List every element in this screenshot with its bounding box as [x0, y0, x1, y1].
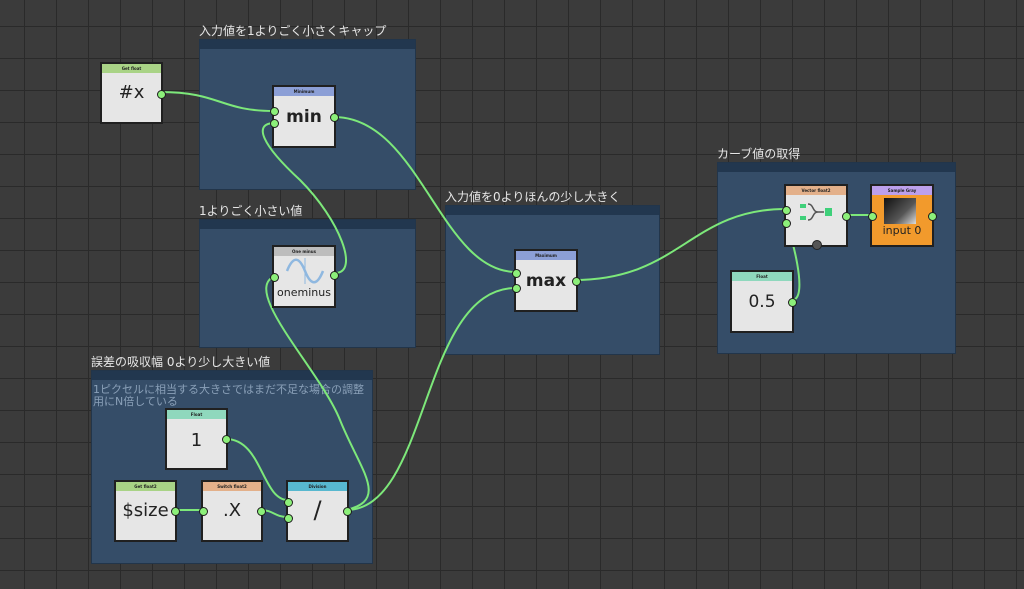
port-vector-out[interactable]	[842, 212, 851, 221]
node-minimum[interactable]: Minimum min	[270, 85, 339, 148]
node-one-minus-label: oneminus	[277, 286, 331, 299]
node-float-1-header: Float	[167, 410, 226, 419]
node-get-size-header: Get float2	[116, 482, 175, 491]
node-get-x-header: Get float	[102, 64, 161, 73]
port-switch-out[interactable]	[257, 507, 266, 516]
port-one-minus-out[interactable]	[330, 271, 339, 280]
port-vector-bottom[interactable]	[812, 240, 822, 250]
wire-min-max	[333, 116, 517, 273]
frame-small-title: 1よりごく小さい値	[199, 204, 303, 218]
node-sample-gray-header: Sample Gray	[872, 186, 932, 195]
node-float-05-header: Float	[732, 272, 792, 281]
node-minimum-header: Minimum	[274, 87, 334, 96]
wire-divide-oneminus	[265, 275, 370, 511]
port-minimum-in-2[interactable]	[270, 119, 279, 128]
port-minimum-out[interactable]	[330, 113, 339, 122]
node-float-05[interactable]: Float 0.5	[730, 270, 797, 333]
node-sample-gray[interactable]: Sample Gray input 0	[868, 184, 937, 247]
node-float-1-label: 1	[190, 430, 203, 451]
frame-cap-title: 入力値を1よりごく小さくキャップ	[199, 24, 387, 38]
node-get-size[interactable]: Get float2 $size	[114, 480, 180, 542]
wire-max-vector	[573, 208, 787, 281]
port-division-in-2[interactable]	[284, 514, 293, 523]
texture-preview	[884, 198, 916, 224]
node-one-minus[interactable]: One minus oneminus	[270, 245, 339, 308]
node-get-x-label: #x	[118, 82, 145, 103]
port-switch-in[interactable]	[199, 507, 208, 516]
node-minimum-label: min	[286, 107, 322, 127]
frame-cap[interactable]: 入力値を1よりごく小さくキャップ	[199, 24, 416, 190]
frame-eps-note: 1ピクセルに相当する大きさではまだ不足な場合の調整用にN倍している	[93, 383, 364, 408]
frame-max-title: 入力値を0よりほんの少し大きく	[445, 190, 621, 204]
node-sample-gray-label: input 0	[882, 224, 922, 237]
wire-float1-divide	[225, 438, 289, 501]
port-vector-in-1[interactable]	[782, 206, 791, 215]
node-division-header: Division	[288, 482, 347, 491]
port-division-out[interactable]	[343, 507, 352, 516]
node-maximum[interactable]: Maximum max	[512, 249, 581, 312]
node-maximum-label: max	[525, 271, 567, 291]
node-division[interactable]: Division /	[284, 480, 352, 542]
port-sample-out[interactable]	[928, 212, 937, 221]
node-get-x[interactable]: Get float #x	[100, 62, 166, 124]
port-float-05-out[interactable]	[788, 298, 797, 307]
port-division-in-1[interactable]	[284, 498, 293, 507]
port-sample-in[interactable]	[868, 212, 877, 221]
port-maximum-in-2[interactable]	[512, 284, 521, 293]
node-maximum-header: Maximum	[516, 251, 576, 260]
node-one-minus-header: One minus	[274, 247, 334, 256]
sine-wave-icon	[285, 258, 325, 284]
node-vector-float2-header: Vector float2	[786, 186, 846, 195]
node-float-1[interactable]: Float 1	[165, 408, 231, 470]
port-get-x-out[interactable]	[157, 90, 166, 99]
wire-oneminus-min	[261, 122, 347, 274]
frame-curve-title: カーブ値の取得	[717, 147, 801, 161]
port-maximum-out[interactable]	[572, 277, 581, 286]
port-minimum-in-1[interactable]	[270, 107, 279, 116]
wire-divide-max	[345, 287, 517, 511]
node-get-size-label: $size	[122, 500, 169, 521]
node-switch-label: .X	[222, 500, 242, 521]
port-get-size-out[interactable]	[171, 507, 180, 516]
port-vector-in-2[interactable]	[782, 219, 791, 228]
node-division-label: /	[313, 496, 322, 524]
port-one-minus-in[interactable]	[270, 273, 279, 282]
node-float-05-label: 0.5	[748, 292, 776, 312]
node-switch[interactable]: Switch float2 .X	[199, 480, 266, 542]
frame-eps-title: 誤差の吸収幅 0より少し大きい値	[91, 355, 271, 369]
node-switch-header: Switch float2	[203, 482, 261, 491]
port-float-1-out[interactable]	[222, 435, 231, 444]
port-maximum-in-1[interactable]	[512, 269, 521, 278]
vector-combine-icon	[800, 203, 832, 221]
node-vector-float2[interactable]: Vector float2	[782, 184, 851, 250]
wire-getx-min	[159, 91, 275, 112]
